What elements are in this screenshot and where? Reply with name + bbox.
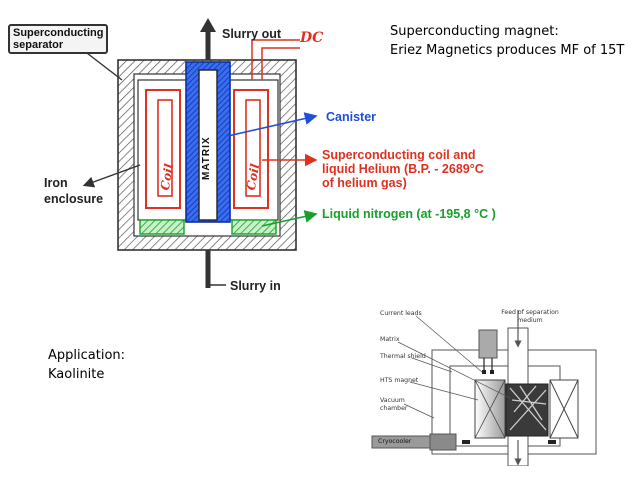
separator-tag-line2: separator bbox=[13, 39, 64, 51]
slurry-out-arrow bbox=[200, 18, 216, 32]
application-value: Kaolinite bbox=[48, 367, 105, 382]
iron-arrow bbox=[82, 164, 141, 188]
thermal-shield-label: Thermal shield bbox=[380, 353, 426, 360]
separator-tag: Superconducting separator bbox=[8, 24, 109, 54]
vacuum-chamber-label: Vacuum chamber bbox=[380, 397, 407, 413]
coil-label-line3: of helium gas) bbox=[322, 176, 407, 190]
current-leads-box bbox=[478, 329, 498, 359]
cryocooler-label: Cryocooler bbox=[378, 438, 412, 445]
iron-label-line2: enclosure bbox=[44, 192, 104, 206]
coil-label-line1: Superconducting coil and bbox=[322, 148, 476, 162]
slurry-out-label: Slurry out bbox=[222, 27, 282, 41]
magnet-title-line2: Eriez Magnetics produces MF of 15T bbox=[390, 43, 625, 58]
slurry-in-label: Slurry in bbox=[230, 279, 281, 293]
hts-magnet-label: HTS magnet bbox=[380, 377, 419, 384]
feed-label: Feed of separation medium bbox=[490, 309, 570, 325]
iron-label-line1: Iron bbox=[44, 176, 68, 190]
current-leads-label: Current leads bbox=[380, 310, 422, 317]
iron-label: Iron enclosure bbox=[44, 175, 103, 207]
left-coil bbox=[145, 89, 181, 209]
right-nitrogen bbox=[231, 219, 277, 235]
hts-diagram bbox=[371, 310, 597, 466]
matrix-label: MATRIX bbox=[201, 136, 212, 180]
matrix-column bbox=[198, 69, 218, 221]
separator-tag-line1: Superconducting bbox=[13, 27, 104, 39]
application-label: Application: bbox=[48, 348, 126, 363]
right-coil bbox=[233, 89, 269, 209]
hts-matrix-label: Matrix bbox=[380, 336, 400, 343]
canister-arrow bbox=[227, 112, 318, 137]
feed-label-line2: medium bbox=[517, 317, 543, 324]
magnet-title-line1: Superconducting magnet: bbox=[390, 24, 559, 39]
feed-label-line1: Feed of separation bbox=[501, 309, 559, 316]
application-text: Application: Kaolinite bbox=[48, 346, 125, 384]
dc-label: DC bbox=[300, 30, 324, 46]
coil-label-line2: liquid Helium (B.P. - 2689°C bbox=[322, 162, 484, 176]
magnet-title: Superconducting magnet: Eriez Magnetics … bbox=[390, 22, 624, 60]
right-coil-chamber bbox=[227, 79, 279, 221]
vacuum-label-line1: Vacuum bbox=[380, 397, 405, 404]
canister-label: Canister bbox=[326, 110, 377, 124]
nitrogen-arrow bbox=[261, 210, 318, 227]
coil-label: Superconducting coil and liquid Helium (… bbox=[322, 148, 484, 190]
nitrogen-label: Liquid nitrogen (at -195,8 °C ) bbox=[322, 207, 496, 221]
vacuum-label-line2: chamber bbox=[380, 405, 408, 412]
left-nitrogen bbox=[139, 219, 185, 235]
